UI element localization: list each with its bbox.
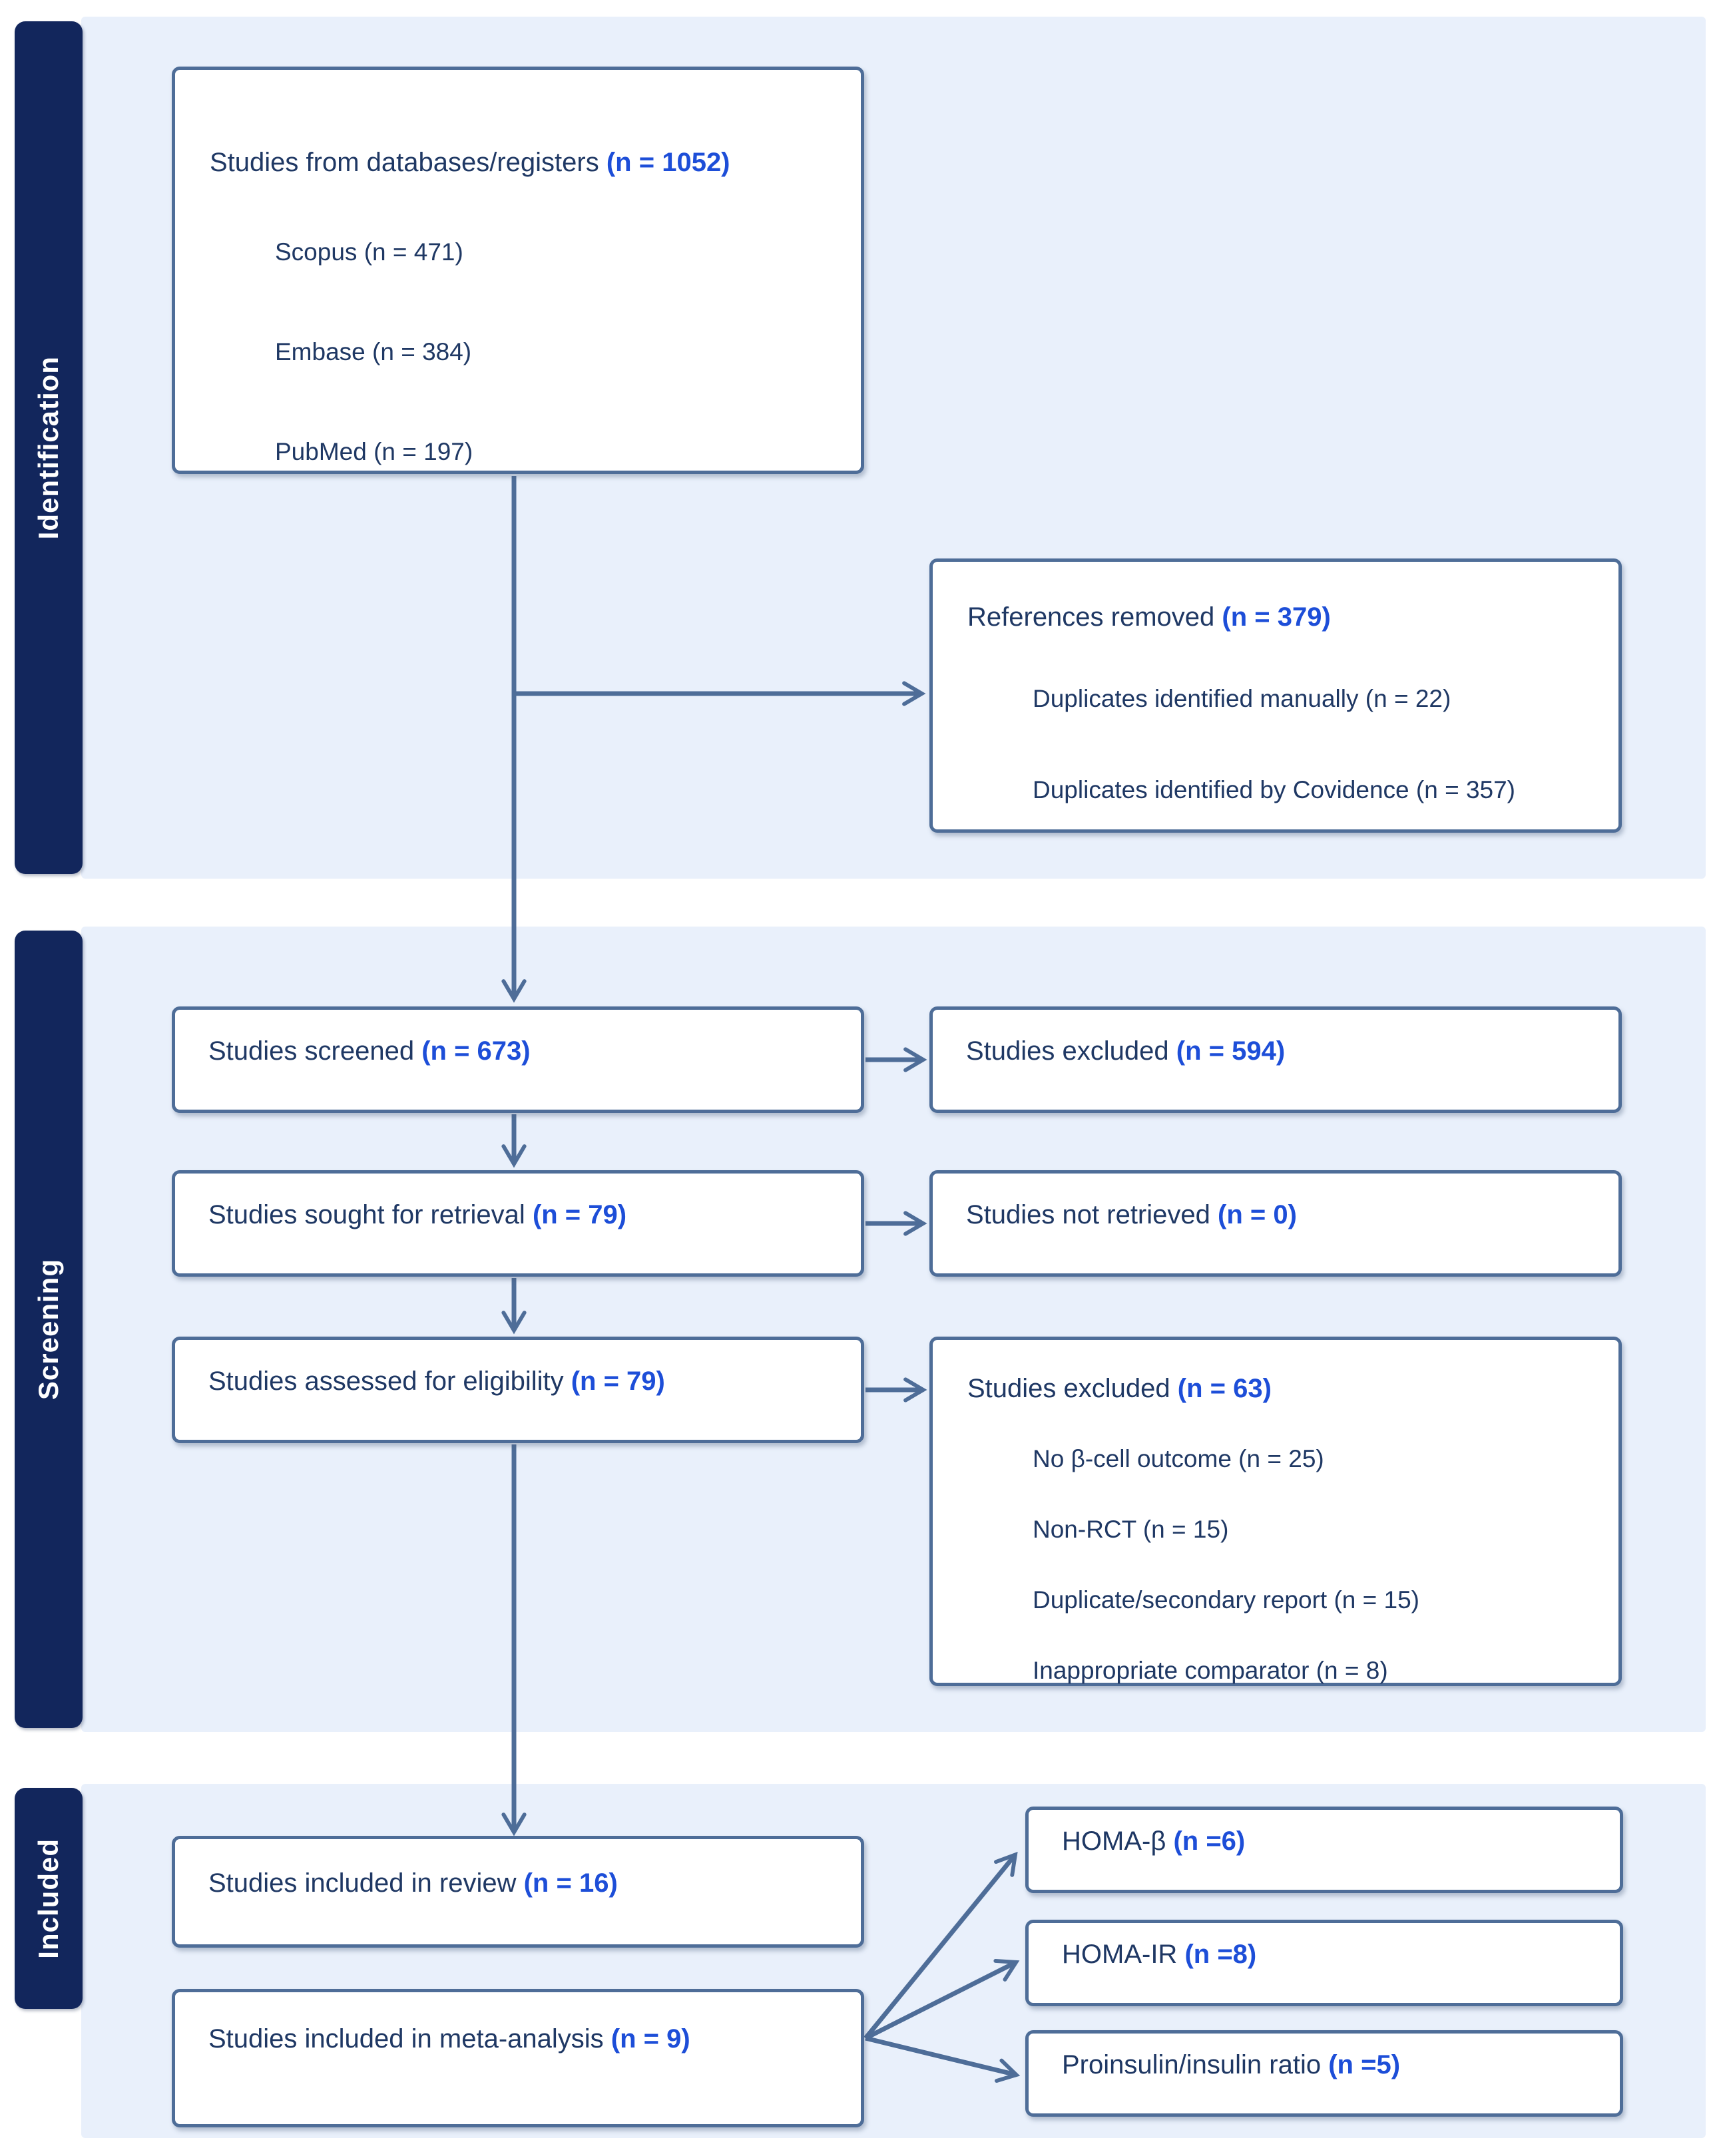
box-studies-not-retrieved: Studies not retrieved (n = 0) bbox=[929, 1170, 1622, 1277]
box-references-removed: References removed (n = 379) Duplicates … bbox=[929, 558, 1622, 833]
box-title-text: Studies excluded bbox=[966, 1036, 1169, 1066]
sidebar-included: Included bbox=[15, 1788, 83, 2009]
list-item: Scopus (n = 471) bbox=[275, 238, 463, 266]
count-badge: (n = 9) bbox=[611, 2024, 690, 2053]
sidebar-identification: Identification bbox=[15, 21, 83, 874]
count-badge: (n = 79) bbox=[571, 1367, 665, 1396]
box-title: References removed (n = 379) bbox=[933, 603, 1618, 631]
box-title: HOMA-IR (n =8) bbox=[1029, 1940, 1256, 1968]
sidebar-screening-label: Screening bbox=[33, 1258, 64, 1401]
list-item: Inappropriate comparator (n = 8) bbox=[1033, 1656, 1388, 1684]
box-studies-sought: Studies sought for retrieval (n = 79) bbox=[172, 1170, 864, 1277]
list-item: Duplicates identified by Covidence (n = … bbox=[1033, 775, 1516, 803]
count-badge: (n = 1052) bbox=[606, 148, 730, 177]
count-badge: (n =5) bbox=[1328, 2050, 1401, 2079]
box-title: Studies included in meta-analysis (n = 9… bbox=[175, 2025, 690, 2053]
box-studies-excluded-screening: Studies excluded (n = 594) bbox=[929, 1006, 1622, 1113]
box-included-in-review: Studies included in review (n = 16) bbox=[172, 1836, 864, 1948]
box-item-list: Scopus (n = 471) Embase (n = 384) PubMed… bbox=[175, 238, 861, 465]
box-title-text: Studies sought for retrieval bbox=[208, 1200, 525, 1229]
box-item-list: Duplicates identified manually (n = 22) … bbox=[933, 686, 1618, 803]
count-badge: (n = 594) bbox=[1176, 1036, 1286, 1066]
box-included-in-meta-analysis: Studies included in meta-analysis (n = 9… bbox=[172, 1989, 864, 2127]
list-item: Duplicate/secondary report (n = 15) bbox=[1033, 1586, 1419, 1614]
box-title-text: HOMA-IR bbox=[1062, 1940, 1178, 1969]
box-studies-excluded-eligibility: Studies excluded (n = 63) No β-cell outc… bbox=[929, 1337, 1622, 1686]
box-title: Studies excluded (n = 594) bbox=[933, 1037, 1285, 1065]
box-studies-from-databases: Studies from databases/registers (n = 10… bbox=[172, 67, 864, 474]
box-title-text: HOMA-β bbox=[1062, 1827, 1166, 1856]
box-title-text: Studies screened bbox=[208, 1036, 415, 1066]
sidebar-screening: Screening bbox=[15, 931, 83, 1728]
box-title: Studies excluded (n = 63) bbox=[933, 1375, 1618, 1402]
count-badge: (n =8) bbox=[1184, 1940, 1257, 1969]
count-badge: (n = 63) bbox=[1177, 1374, 1272, 1403]
box-title: Studies from databases/registers (n = 10… bbox=[175, 148, 861, 176]
box-homa-ir: HOMA-IR (n =8) bbox=[1025, 1920, 1623, 2006]
box-title-text: Studies from databases/registers bbox=[210, 148, 599, 177]
box-title-text: Proinsulin/insulin ratio bbox=[1062, 2050, 1322, 2079]
count-badge: (n = 673) bbox=[421, 1036, 531, 1066]
box-title: Studies not retrieved (n = 0) bbox=[933, 1201, 1297, 1229]
count-badge: (n = 379) bbox=[1222, 602, 1331, 632]
box-title: HOMA-β (n =6) bbox=[1029, 1827, 1245, 1855]
box-title-text: Studies included in review bbox=[208, 1868, 517, 1898]
box-title-text: Studies excluded bbox=[967, 1374, 1170, 1403]
list-item: No β-cell outcome (n = 25) bbox=[1033, 1445, 1324, 1472]
box-title: Studies sought for retrieval (n = 79) bbox=[175, 1201, 626, 1229]
box-title: Proinsulin/insulin ratio (n =5) bbox=[1029, 2051, 1400, 2079]
box-title: Studies assessed for eligibility (n = 79… bbox=[175, 1367, 665, 1395]
box-proinsulin-ratio: Proinsulin/insulin ratio (n =5) bbox=[1025, 2030, 1623, 2117]
box-title-text: Studies assessed for eligibility bbox=[208, 1367, 564, 1396]
box-title-text: Studies included in meta-analysis bbox=[208, 2024, 604, 2053]
count-badge: (n = 0) bbox=[1218, 1200, 1297, 1229]
count-badge: (n = 79) bbox=[532, 1200, 627, 1229]
box-title-text: Studies not retrieved bbox=[966, 1200, 1210, 1229]
box-title-text: References removed bbox=[967, 602, 1215, 632]
box-title: Studies screened (n = 673) bbox=[175, 1037, 531, 1065]
list-item: Embase (n = 384) bbox=[275, 337, 472, 365]
box-studies-assessed: Studies assessed for eligibility (n = 79… bbox=[172, 1337, 864, 1443]
box-homa-beta: HOMA-β (n =6) bbox=[1025, 1807, 1623, 1893]
count-badge: (n =6) bbox=[1173, 1827, 1246, 1856]
list-item: Non-RCT (n = 15) bbox=[1033, 1515, 1229, 1543]
box-item-list: No β-cell outcome (n = 25) Non-RCT (n = … bbox=[933, 1446, 1618, 1683]
box-title: Studies included in review (n = 16) bbox=[175, 1869, 618, 1897]
count-badge: (n = 16) bbox=[523, 1868, 618, 1898]
sidebar-included-label: Included bbox=[33, 1838, 64, 1959]
box-studies-screened: Studies screened (n = 673) bbox=[172, 1006, 864, 1113]
list-item: PubMed (n = 197) bbox=[275, 437, 473, 465]
list-item: Duplicates identified manually (n = 22) bbox=[1033, 685, 1451, 712]
sidebar-identification-label: Identification bbox=[33, 355, 64, 540]
